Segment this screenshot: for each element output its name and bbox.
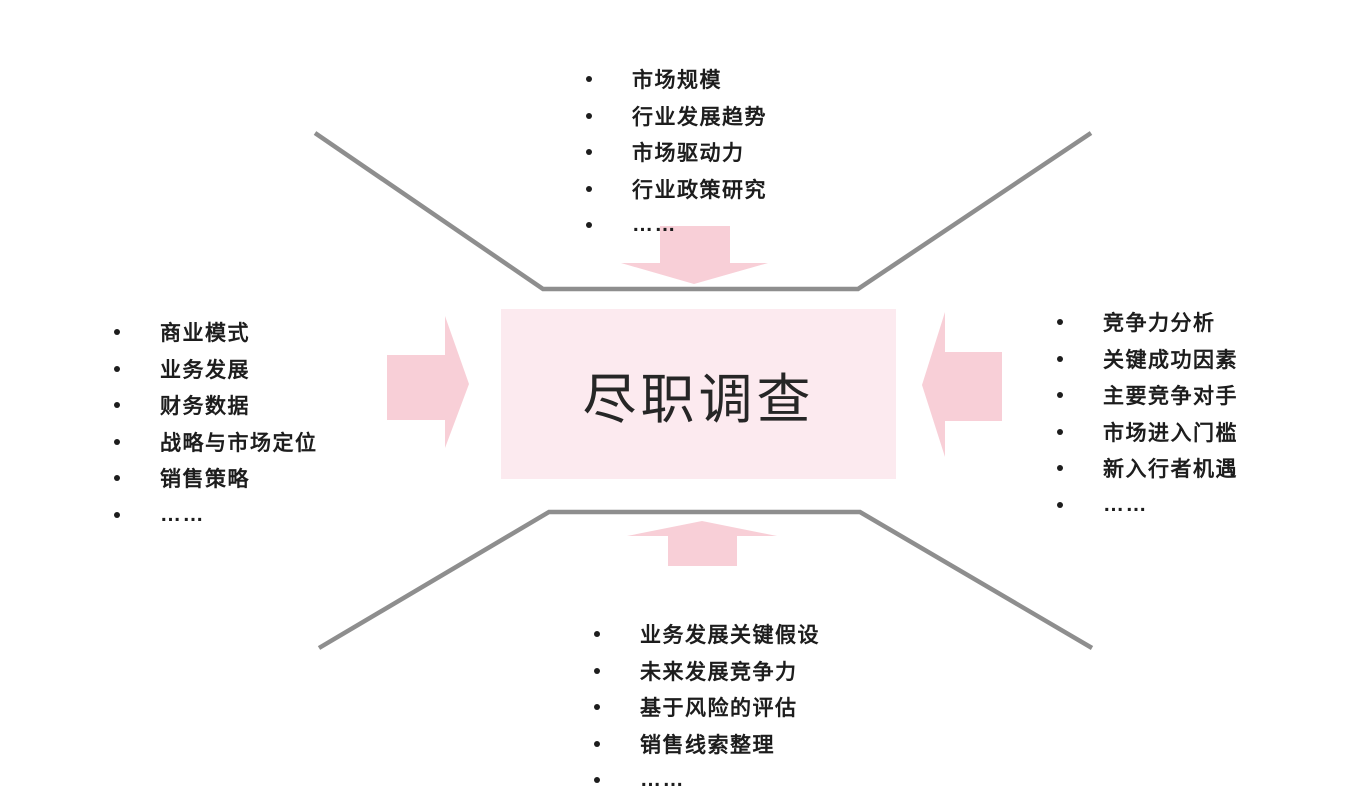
list-item-label: 商业模式 — [160, 322, 250, 346]
right-list: 竞争力分析关键成功因素主要竞争对手市场进入门槛新入行者机遇 …… — [1057, 304, 1238, 523]
bullet-icon — [594, 667, 600, 674]
bullet-icon — [114, 475, 120, 482]
bullet-icon — [594, 777, 600, 784]
list-item-label: 未来发展竞争力 — [640, 660, 798, 684]
list-item: 关键成功因素 — [1057, 341, 1238, 378]
list-item-label: 财务数据 — [160, 395, 250, 419]
left-list: 商业模式业务发展财务数据战略与市场定位销售策略 …… — [114, 314, 318, 533]
list-item: 行业发展趋势 — [586, 98, 767, 135]
list-item-label: 竞争力分析 — [1103, 312, 1216, 336]
list-item: 销售线索整理 — [594, 726, 820, 763]
bullet-icon — [586, 76, 592, 83]
bullet-icon — [114, 402, 120, 409]
top-list: 市场规模行业发展趋势市场驱动力行业政策研究 …… — [586, 61, 767, 244]
list-item-label: 市场驱动力 — [632, 142, 745, 166]
list-item-label: 市场规模 — [632, 69, 722, 93]
bullet-icon — [114, 365, 120, 372]
list-item: 未来发展竞争力 — [594, 653, 820, 690]
center-box: 尽职调查 — [501, 309, 896, 479]
bullet-icon — [1057, 319, 1063, 326]
list-item-label: 新入行者机遇 — [1103, 458, 1238, 482]
arrow-right-icon — [387, 316, 469, 448]
arrow-left-icon — [922, 312, 1002, 457]
list-item: 商业模式 — [114, 314, 318, 351]
list-item-label: 销售策略 — [160, 468, 250, 492]
list-item: 竞争力分析 — [1057, 304, 1238, 341]
arrow-down-icon — [621, 226, 768, 284]
list-item: 主要竞争对手 — [1057, 377, 1238, 414]
list-item-label: …… — [640, 768, 685, 792]
bullet-icon — [114, 329, 120, 336]
list-item: …… — [1057, 487, 1238, 524]
list-item-label: 关键成功因素 — [1103, 348, 1238, 372]
list-item-label: 行业政策研究 — [632, 178, 767, 202]
list-item: 行业政策研究 — [586, 171, 767, 208]
list-item: 业务发展 — [114, 351, 318, 388]
arrow-up-icon — [627, 521, 777, 566]
center-box-title: 尽职调查 — [582, 369, 815, 430]
funnel-line-bottom — [317, 509, 1094, 650]
bullet-icon — [586, 149, 592, 156]
bottom-list: 业务发展关键假设未来发展竞争力基于风险的评估销售线索整理 …… — [594, 616, 820, 799]
bullet-icon — [586, 185, 592, 192]
list-item: 销售策略 — [114, 460, 318, 497]
bullet-icon — [1057, 392, 1063, 399]
list-item-label: …… — [632, 213, 677, 237]
list-item-label: 战略与市场定位 — [160, 431, 318, 455]
list-item-label: 主要竞争对手 — [1103, 385, 1238, 409]
bullet-icon — [594, 740, 600, 747]
list-item-label: 基于风险的评估 — [640, 697, 798, 721]
list-item-label: 市场进入门槛 — [1103, 421, 1238, 445]
list-item: 基于风险的评估 — [594, 689, 820, 726]
bullet-icon — [1057, 355, 1063, 362]
funnel-line-top — [313, 131, 1093, 292]
list-item-label: 销售线索整理 — [640, 733, 775, 757]
list-item-label: …… — [160, 502, 205, 526]
list-item-label: 业务发展关键假设 — [640, 624, 820, 648]
list-item: 市场规模 — [586, 61, 767, 98]
bullet-icon — [114, 511, 120, 518]
list-item: 业务发展关键假设 — [594, 616, 820, 653]
list-item-label: …… — [1103, 492, 1148, 516]
list-item: 战略与市场定位 — [114, 424, 318, 461]
list-item: …… — [594, 762, 820, 799]
list-item: 市场驱动力 — [586, 134, 767, 171]
bullet-icon — [114, 438, 120, 445]
list-item-label: 业务发展 — [160, 358, 250, 382]
list-item: …… — [114, 497, 318, 534]
list-item: …… — [586, 207, 767, 244]
list-item: 新入行者机遇 — [1057, 450, 1238, 487]
bullet-icon — [586, 222, 592, 229]
bullet-icon — [594, 704, 600, 711]
bullet-icon — [1057, 465, 1063, 472]
bullet-icon — [1057, 501, 1063, 508]
bullet-icon — [1057, 428, 1063, 435]
list-item-label: 行业发展趋势 — [632, 105, 767, 129]
list-item: 市场进入门槛 — [1057, 414, 1238, 451]
bullet-icon — [586, 112, 592, 119]
list-item: 财务数据 — [114, 387, 318, 424]
bullet-icon — [594, 631, 600, 638]
